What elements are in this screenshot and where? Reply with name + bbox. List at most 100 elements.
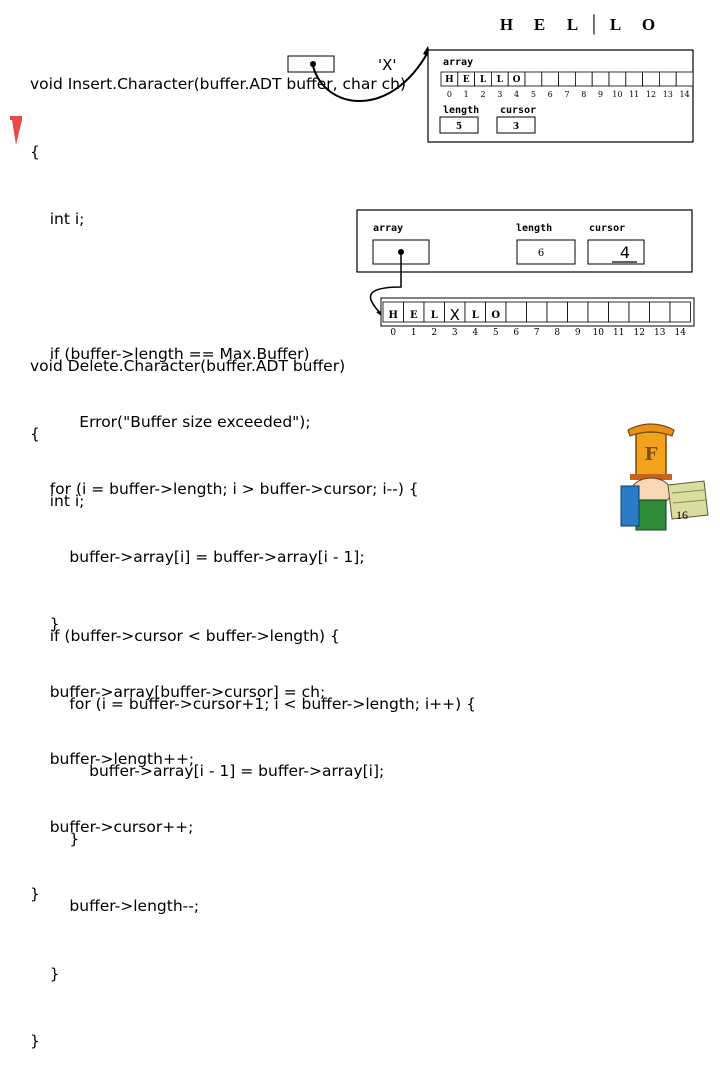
code-line: for (i = buffer->length; i > buffer->cur… <box>30 480 419 498</box>
array-cell <box>625 71 643 87</box>
code-line: for (i = buffer->cursor+1; i < buffer->l… <box>30 694 476 713</box>
array-index: 6 <box>513 328 519 338</box>
code-line: } <box>30 829 80 848</box>
code-line: int i; <box>30 492 85 510</box>
array-index: 12 <box>634 328 645 338</box>
code-line: int i; <box>30 210 85 228</box>
array-index: 11 <box>629 90 639 99</box>
array-index: 4 <box>472 328 478 338</box>
array-cell <box>608 71 627 87</box>
array-cell-value: H <box>389 310 398 321</box>
ch-value: 'X' <box>378 56 397 74</box>
array-cell <box>558 71 576 87</box>
array-cell <box>659 71 677 87</box>
array-cell-value: X <box>450 306 460 324</box>
array-label: array <box>443 57 473 68</box>
code-line <box>30 558 476 581</box>
array-index: 2 <box>431 328 437 338</box>
array-index: 1 <box>464 90 469 99</box>
array-index: 9 <box>598 90 603 99</box>
ch-pointer-dot <box>310 61 316 67</box>
code-line: } <box>30 1032 40 1050</box>
array-index: 2 <box>480 90 485 99</box>
array-label: array <box>373 223 403 234</box>
array-cell-value: E <box>410 310 418 321</box>
array-cell <box>505 301 527 323</box>
cursor-box <box>587 239 645 265</box>
array-cell-value: L <box>431 310 438 321</box>
array-index: 3 <box>452 328 458 338</box>
cursor-label: cursor <box>589 223 625 234</box>
cursor-value: 4 <box>620 243 630 262</box>
array-index: 9 <box>575 328 581 338</box>
array-pointer-dot <box>398 249 404 255</box>
length-label: length <box>443 105 479 116</box>
code-line: { <box>30 142 40 161</box>
array-index: 5 <box>493 328 499 338</box>
array-index: 14 <box>675 328 687 338</box>
cursor-label: cursor <box>500 105 536 116</box>
code-line: if (buffer->cursor < buffer->length) { <box>30 627 340 645</box>
array-cell-value: L <box>497 75 504 85</box>
svg-text:F: F <box>645 444 658 465</box>
array-index: 0 <box>447 90 452 99</box>
array-index: 10 <box>593 328 605 338</box>
array-cell <box>642 71 660 87</box>
array-cell <box>567 301 589 323</box>
array-cell-value: E <box>463 75 470 85</box>
array-cell-value: O <box>513 75 521 85</box>
code-line: } <box>30 964 60 983</box>
array-cell <box>526 301 548 323</box>
array-cell-value: O <box>491 310 500 321</box>
array-arrow <box>369 255 402 315</box>
array-index: 4 <box>514 90 519 99</box>
array-index: 0 <box>390 328 396 338</box>
array-index: 13 <box>663 90 673 99</box>
code-line: { <box>30 424 40 443</box>
array-index: 8 <box>581 90 586 99</box>
array-cell <box>575 71 593 87</box>
code-line: buffer->array[i - 1] = buffer->array[i]; <box>30 762 385 780</box>
array-cell <box>669 301 691 323</box>
cursor-box <box>496 116 536 134</box>
array-index: 11 <box>613 328 624 338</box>
cursor-bar: | <box>591 10 597 35</box>
code-line: Error("Buffer size exceeded"); <box>30 412 311 431</box>
length-box <box>439 116 479 134</box>
array-index: 14 <box>680 90 690 99</box>
array-index: 6 <box>548 90 553 99</box>
display-letter: O <box>641 15 656 34</box>
marker-decoration <box>10 116 22 120</box>
slide-number: 16 <box>676 508 688 522</box>
array-index: 8 <box>554 328 560 338</box>
array-cell <box>546 301 568 323</box>
length-box <box>516 239 576 265</box>
length-label: length <box>516 223 552 234</box>
array-cell <box>587 301 609 323</box>
array-cell <box>591 71 610 87</box>
array-cell <box>608 301 630 323</box>
array-index: 7 <box>534 328 540 338</box>
array-index: 3 <box>497 90 502 99</box>
array-index: 7 <box>564 90 569 99</box>
display-letter: H <box>499 15 514 34</box>
array-cell-value: H <box>445 75 454 85</box>
code-line: if (buffer->length == Max.Buffer) <box>30 345 310 363</box>
clipart-character: F <box>620 423 709 531</box>
cursor-value: 3 <box>513 122 519 132</box>
code-line: void Delete.Character(buffer.ADT buffer) <box>30 357 346 375</box>
length-value: 6 <box>538 248 544 259</box>
array-cell <box>524 71 543 87</box>
array-cell <box>628 301 650 323</box>
array-index: 5 <box>531 90 536 99</box>
array-cell-value: L <box>480 75 487 85</box>
array-cell <box>649 301 671 323</box>
ch-arrow <box>312 51 429 102</box>
array-cell <box>541 71 559 87</box>
marker-decoration <box>12 120 22 145</box>
array-index: 12 <box>646 90 656 99</box>
